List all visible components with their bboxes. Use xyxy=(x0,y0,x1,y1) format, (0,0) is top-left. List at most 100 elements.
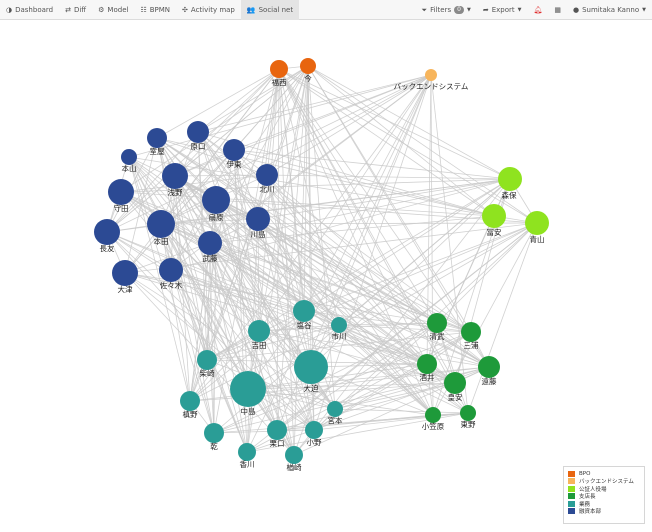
graph-node[interactable] xyxy=(270,60,288,78)
node-label: 佐々木 xyxy=(160,280,183,290)
graph-node[interactable] xyxy=(162,163,188,189)
graph-node[interactable] xyxy=(267,420,287,440)
graph-node[interactable] xyxy=(327,401,343,417)
nav-item-diff[interactable]: ⇄Diff xyxy=(59,0,92,20)
graph-node[interactable] xyxy=(147,128,167,148)
export-button[interactable]: ➦ Export ▼ xyxy=(477,0,528,20)
graph-node[interactable] xyxy=(425,69,437,81)
graph-edge xyxy=(170,269,305,312)
graph-node[interactable] xyxy=(305,421,323,439)
legend-swatch xyxy=(568,478,575,485)
graph-node[interactable] xyxy=(248,320,270,342)
graph-node[interactable] xyxy=(121,149,137,165)
user-name: Sumitaka Kanno xyxy=(582,6,640,14)
graph-node[interactable] xyxy=(482,204,506,228)
graph-node[interactable] xyxy=(204,423,224,443)
graph-node[interactable] xyxy=(331,317,347,333)
graph-node[interactable] xyxy=(187,121,209,143)
graph-node[interactable] xyxy=(427,313,447,333)
graph-edge xyxy=(124,272,315,431)
apps-grid-button[interactable]: ▦ xyxy=(548,0,567,20)
node-label: 青山 xyxy=(530,234,545,244)
graph-edge xyxy=(313,412,469,431)
graph-node[interactable] xyxy=(108,179,134,205)
graph-edge xyxy=(258,322,438,332)
node-label: 森保 xyxy=(502,190,517,200)
nav-item-activity-map[interactable]: ✣Activity map xyxy=(176,0,241,20)
graph-edge xyxy=(174,175,208,361)
export-icon: ➦ xyxy=(482,6,489,14)
graph-edge xyxy=(338,222,538,326)
graph-node[interactable] xyxy=(460,405,476,421)
graph-edge xyxy=(124,272,428,365)
graph-edge xyxy=(293,65,309,456)
graph-edge xyxy=(170,149,235,271)
graph-node[interactable] xyxy=(498,167,522,191)
legend-swatch xyxy=(568,508,575,515)
node-label: 栗口 xyxy=(270,439,285,448)
graph-node[interactable] xyxy=(238,443,256,461)
graph-node[interactable] xyxy=(223,139,245,161)
graph-node[interactable] xyxy=(444,372,466,394)
graph-node[interactable] xyxy=(300,58,316,74)
graph-edge xyxy=(213,331,472,434)
graph-edge xyxy=(467,222,538,414)
graph-node[interactable] xyxy=(256,164,278,186)
node-label: 扇原 xyxy=(209,212,224,222)
node-label: 今 xyxy=(304,73,312,83)
nav-item-dashboard[interactable]: ◑Dashboard xyxy=(0,0,59,20)
node-label: 武藤 xyxy=(203,253,218,263)
filters-button[interactable]: ⏷ Filters 0 ▼ xyxy=(416,0,477,20)
graph-edge xyxy=(303,74,432,312)
graph-node[interactable] xyxy=(425,407,441,423)
nav-item-bpmn[interactable]: ☷BPMN xyxy=(134,0,176,20)
grid-icon: ▦ xyxy=(554,6,561,14)
node-label: 酒井 xyxy=(420,372,435,382)
graph-edge xyxy=(206,199,217,361)
user-menu[interactable]: ● Sumitaka Kanno ▼ xyxy=(567,0,652,20)
graph-node[interactable] xyxy=(478,356,500,378)
graph-node[interactable] xyxy=(525,211,549,235)
graph-node[interactable] xyxy=(461,322,481,342)
node-label: 乾 xyxy=(210,441,218,451)
node-label: 浅野 xyxy=(168,187,183,197)
graph-node[interactable] xyxy=(293,300,315,322)
graph-node[interactable] xyxy=(159,258,183,282)
graph-edge xyxy=(106,231,312,368)
graph-edge xyxy=(209,242,295,456)
graph-node[interactable] xyxy=(197,350,217,370)
graph-edge xyxy=(174,74,432,177)
graph-node[interactable] xyxy=(294,350,328,384)
filters-label: Filters xyxy=(430,6,452,14)
graph-node[interactable] xyxy=(112,260,138,286)
graph-node[interactable] xyxy=(230,371,266,407)
notifications-button[interactable]: 🔔︎ xyxy=(527,0,548,20)
nav-item-model[interactable]: ⚙Model xyxy=(92,0,134,20)
graph-edge xyxy=(426,215,495,365)
legend-swatch xyxy=(568,500,575,507)
graph-edge xyxy=(257,218,438,324)
graph-node[interactable] xyxy=(417,354,437,374)
graph-edge xyxy=(209,242,215,434)
graph-edge xyxy=(266,74,432,176)
chevron-down-icon: ▼ xyxy=(517,7,522,13)
graph-node[interactable] xyxy=(202,186,230,214)
graph-edge xyxy=(266,174,428,365)
graph-node[interactable] xyxy=(147,210,175,238)
graph-node[interactable] xyxy=(246,207,270,231)
bell-icon: 🔔︎ xyxy=(533,6,543,14)
graph-edge xyxy=(213,366,490,434)
nav-item-social-net[interactable]: 👥Social net xyxy=(240,0,300,20)
node-layer: 福西今バックエンドシステム森保冨安青山室屋原口本山伊東浅野北川守田扇原本田川島長… xyxy=(94,58,549,472)
graph-edge xyxy=(213,429,315,434)
graph-node[interactable] xyxy=(180,391,200,411)
node-label: 市川 xyxy=(332,331,347,341)
social-network-graph[interactable]: 福西今バックエンドシステム森保冨安青山室屋原口本山伊東浅野北川守田扇原本田川島長… xyxy=(0,20,652,532)
node-label: 楢崎 xyxy=(287,462,302,472)
graph-node[interactable] xyxy=(94,219,120,245)
graph-edge xyxy=(338,324,490,368)
graph-node[interactable] xyxy=(285,446,303,464)
graph-node[interactable] xyxy=(198,231,222,255)
node-label: 室屋 xyxy=(150,146,165,156)
